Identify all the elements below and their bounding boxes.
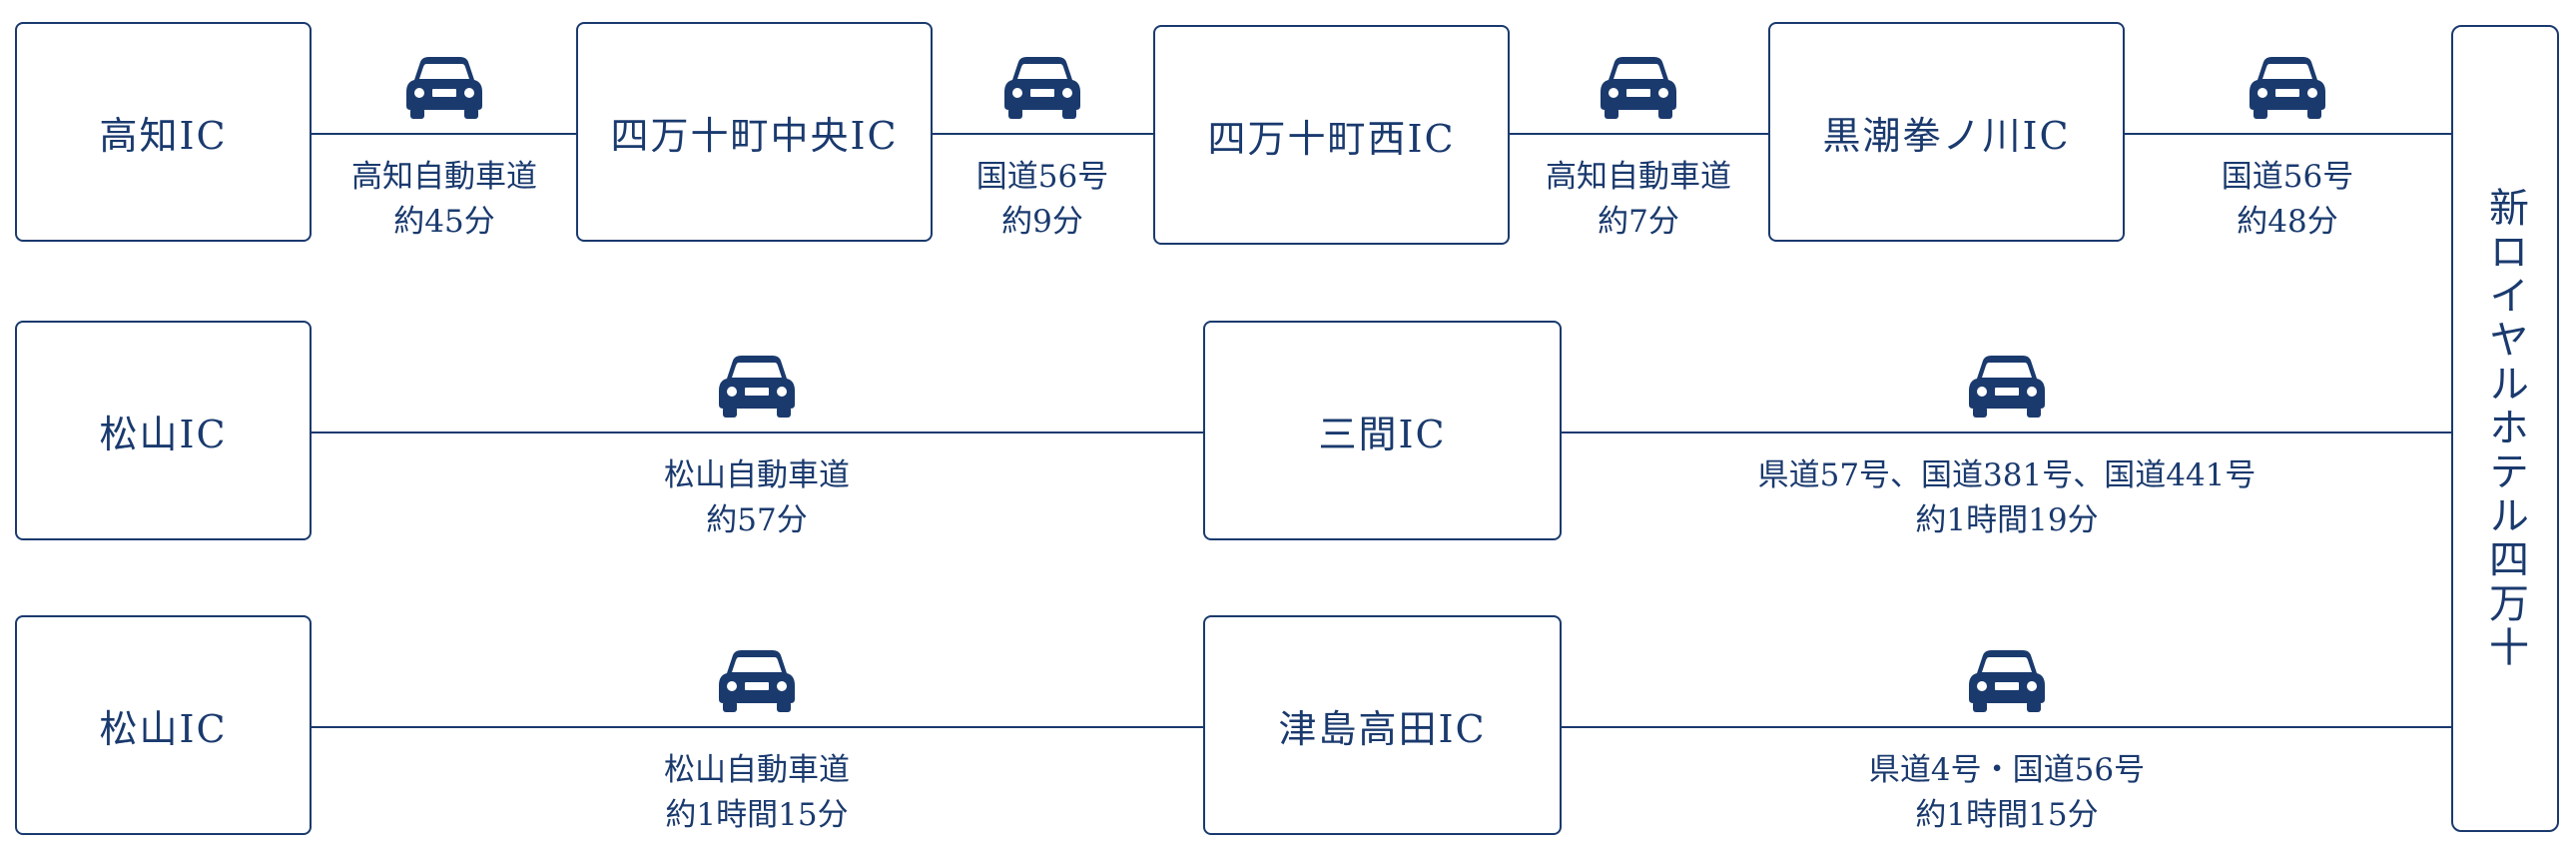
segment-label: 国道56号 約9分 xyxy=(976,155,1108,245)
node-box: 松山IC xyxy=(15,321,312,540)
travel-time: 約45分 xyxy=(393,204,495,240)
road-name: 国道56号 xyxy=(2221,159,2354,195)
segment-label: 県道57号、国道381号、国道441号 約1時間19分 xyxy=(1758,453,2256,543)
segment-label: 高知自動車道 約45分 xyxy=(351,155,537,245)
segment-label: 県道4号・国道56号 約1時間15分 xyxy=(1869,748,2145,838)
road-name: 国道56号 xyxy=(975,159,1109,195)
node-box: 四万十町西IC xyxy=(1153,25,1510,245)
connector-line xyxy=(2125,133,2451,135)
connector-line xyxy=(312,133,576,135)
node-box: 黒潮拳ノ川IC xyxy=(1768,22,2125,242)
car-icon xyxy=(719,356,795,418)
connector-line xyxy=(312,432,1203,433)
travel-time: 約7分 xyxy=(1598,204,1679,240)
node-box: 津島高田IC xyxy=(1203,615,1562,835)
connector-line xyxy=(933,133,1153,135)
travel-time: 約48分 xyxy=(2237,204,2338,240)
connector-line xyxy=(1562,726,2451,728)
connector-line xyxy=(1510,133,1768,135)
car-icon xyxy=(1601,57,1676,119)
road-name: 松山自動車道 xyxy=(664,457,850,493)
segment-label: 国道56号 約48分 xyxy=(2222,155,2353,245)
car-icon xyxy=(406,57,482,119)
destination-box: 新ロイヤルホテル四万十 xyxy=(2451,25,2559,832)
car-icon xyxy=(719,650,795,712)
road-name: 松山自動車道 xyxy=(664,752,850,788)
travel-time: 約1時間19分 xyxy=(1915,502,2099,538)
car-icon xyxy=(1969,356,2045,418)
segment-label: 松山自動車道 約1時間15分 xyxy=(664,748,850,838)
car-icon xyxy=(2250,57,2325,119)
node-box: 高知IC xyxy=(15,22,312,242)
connector-line xyxy=(312,726,1203,728)
car-icon xyxy=(1004,57,1080,119)
road-name: 高知自動車道 xyxy=(351,159,537,195)
travel-time: 約1時間15分 xyxy=(665,797,849,833)
node-box: 四万十町中央IC xyxy=(576,22,933,242)
node-box: 三間IC xyxy=(1203,321,1562,540)
node-box: 松山IC xyxy=(15,615,312,835)
segment-label: 高知自動車道 約7分 xyxy=(1546,155,1731,245)
segment-label: 松山自動車道 約57分 xyxy=(664,453,850,543)
car-icon xyxy=(1969,650,2045,712)
connector-line xyxy=(1562,432,2451,433)
road-name: 高知自動車道 xyxy=(1546,159,1731,195)
travel-time: 約57分 xyxy=(706,502,808,538)
destination-label: 新ロイヤルホテル四万十 xyxy=(2482,187,2528,670)
road-name: 県道57号、国道381号、国道441号 xyxy=(1757,457,2256,493)
travel-time: 約9分 xyxy=(1001,204,1083,240)
road-name: 県道4号・国道56号 xyxy=(1868,752,2146,788)
travel-time: 約1時間15分 xyxy=(1915,797,2099,833)
